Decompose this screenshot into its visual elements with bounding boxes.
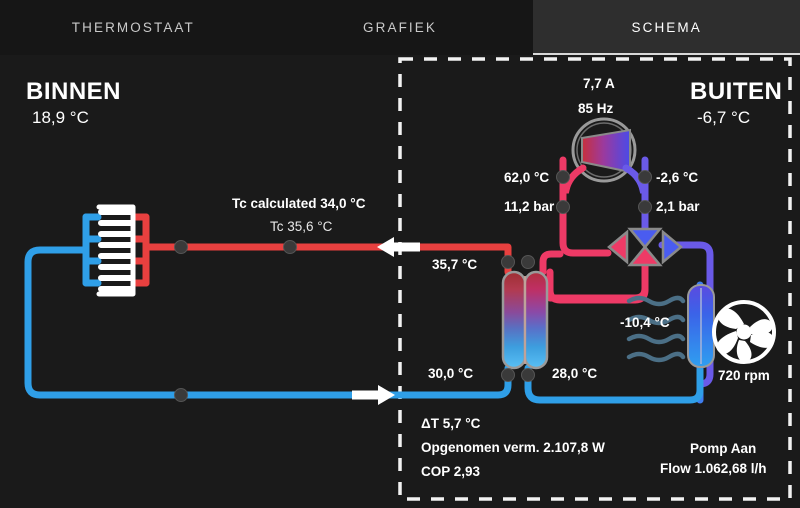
sensor-dot-hx-bot-r <box>521 368 535 382</box>
tab-schema-label: SCHEMA <box>631 20 702 35</box>
tab-bar: THERMOSTAAT GRAFIEK SCHEMA <box>0 0 800 55</box>
sensor-dot-hx-out <box>501 368 515 382</box>
four-way-reversing-valve <box>607 227 683 267</box>
pump-flow: Flow 1.062,68 l/h <box>660 461 767 476</box>
flow-arrow-return <box>352 385 395 405</box>
supply-temperature: 35,7 °C <box>432 257 478 272</box>
plate-heat-exchanger <box>501 270 549 370</box>
evaporator-temperature: -10,4 °C <box>620 315 670 330</box>
tab-thermostaat-label: THERMOSTAAT <box>71 20 195 35</box>
tc-calculated-label: Tc calculated 34,0 °C <box>232 196 366 211</box>
compressor-current: 7,7 A <box>583 76 615 91</box>
sensor-dot-discharge-temp <box>556 170 570 184</box>
refrigerant-discharge-line <box>559 156 612 257</box>
outdoor-title: BUITEN <box>690 78 783 105</box>
sensor-dot-hx-in <box>501 255 515 269</box>
sensor-dot-suction-press <box>638 200 652 214</box>
tab-thermostaat[interactable]: THERMOSTAAT <box>0 0 267 55</box>
sensor-dot-return-1 <box>174 388 188 402</box>
tc-actual-label: Tc 35,6 °C <box>270 219 333 234</box>
evaporator <box>687 284 715 368</box>
flow-arrow-supply <box>377 237 420 257</box>
sensor-dot-suction-temp <box>638 170 652 184</box>
return-temperature: 30,0 °C <box>428 366 474 381</box>
compressor-leg-cold <box>622 164 649 194</box>
delta-t-value: ΔT 5,7 °C <box>421 416 481 431</box>
water-hx-outlet-pipe <box>524 364 704 404</box>
sensor-dot-hx-top-r <box>521 255 535 269</box>
discharge-pressure: 11,2 bar <box>504 199 555 214</box>
outdoor-temperature: -6,7 °C <box>697 108 751 127</box>
water-return-pipe-cold <box>24 246 512 399</box>
compressor <box>571 117 637 183</box>
compressor-leg-hot <box>559 164 587 194</box>
refrigerant-valve-to-condenser <box>546 258 649 304</box>
airflow-lines <box>626 295 686 363</box>
refrigerant-condenser-inlet <box>539 250 564 276</box>
cop-value: COP 2,93 <box>421 464 481 479</box>
power-consumption-value: Opgenomen verm. 2.107,8 W <box>421 440 605 455</box>
suction-pressure: 2,1 bar <box>656 199 700 214</box>
sensor-dot-supply-1 <box>174 240 188 254</box>
tab-grafiek-label: GRAFIEK <box>363 20 437 35</box>
tab-grafiek[interactable]: GRAFIEK <box>267 0 534 55</box>
fan-speed: 720 rpm <box>718 368 770 383</box>
sensor-dot-discharge-press <box>556 200 570 214</box>
refrigerant-suction-line <box>658 241 714 388</box>
tab-schema[interactable]: SCHEMA <box>533 0 800 55</box>
pump-status: Pomp Aan <box>690 441 757 456</box>
indoor-title: BINNEN <box>26 78 122 105</box>
sensor-dot-supply-2 <box>283 240 297 254</box>
hx-outlet-temperature: 28,0 °C <box>552 366 598 381</box>
indoor-temperature: 18,9 °C <box>32 108 89 127</box>
indoor-heat-exchanger <box>68 204 162 297</box>
fan-icon <box>712 300 776 364</box>
discharge-temperature: 62,0 °C <box>504 170 550 185</box>
refrigerant-to-condenser-line <box>546 258 649 302</box>
suction-temperature: -2,6 °C <box>656 170 699 185</box>
compressor-frequency: 85 Hz <box>578 101 614 116</box>
outdoor-boundary-dashed <box>398 57 792 501</box>
